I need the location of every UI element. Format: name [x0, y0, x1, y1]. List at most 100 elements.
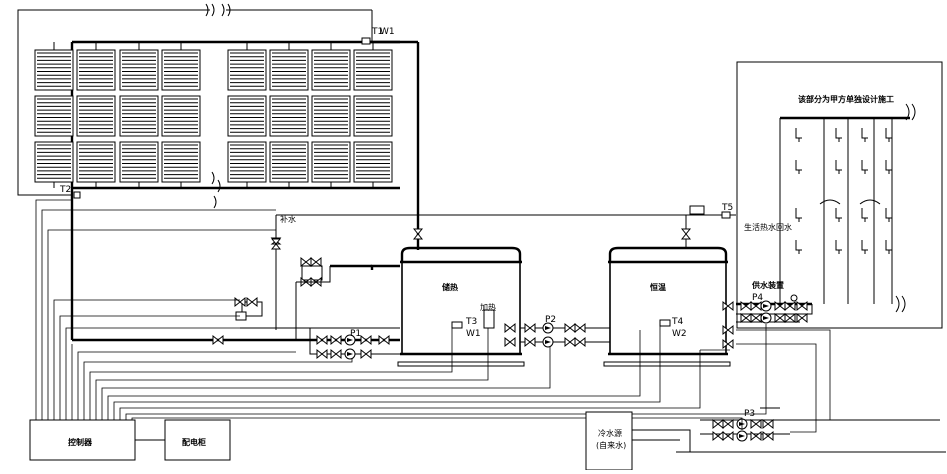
valve-symbol [722, 430, 734, 442]
valve-symbol [504, 322, 516, 334]
sensor-t3-box [451, 321, 463, 329]
tap-fixture [795, 240, 802, 254]
sensor-t2-box [73, 191, 81, 199]
valve-symbol [774, 312, 786, 324]
collector-loop [17, 3, 400, 340]
collector-frame [161, 141, 201, 183]
valve-symbol [750, 418, 762, 430]
valve-symbol [316, 334, 328, 346]
collector-frame [76, 49, 116, 91]
sensor-t1-box [361, 37, 371, 45]
solar-collector-array [34, 42, 393, 188]
valve-symbol [524, 336, 536, 348]
control-wire [113, 326, 661, 420]
collector-frame [311, 49, 351, 91]
collector-panel [119, 95, 159, 137]
collector-frame [119, 95, 159, 137]
tap-fixture [861, 208, 868, 222]
valve-symbol [212, 334, 224, 346]
pump-arrow [739, 434, 745, 438]
control-wire [119, 350, 701, 420]
collector-panel [161, 95, 201, 137]
label-p1: P1 [350, 329, 361, 339]
aux-heater [483, 309, 495, 329]
collector-panel [227, 95, 267, 137]
power-label: 配电柜 [182, 437, 206, 447]
tap-fixture [795, 128, 802, 142]
expansion-box [301, 265, 323, 281]
valve-symbol [762, 418, 774, 430]
collector-frame [311, 141, 351, 183]
label-t5: T5 [721, 203, 733, 213]
collector-frame [227, 95, 267, 137]
label-p4: P4 [752, 293, 763, 303]
return-pipe: T5 [686, 203, 736, 219]
valve-symbol [330, 334, 342, 346]
collector-panel [119, 49, 159, 91]
control-wire [65, 327, 240, 420]
valve-symbol [412, 228, 424, 240]
valve-symbol [750, 312, 762, 324]
tap-fixture [795, 208, 802, 222]
collector-frame [353, 141, 393, 183]
valve-symbol [722, 300, 734, 312]
aux-heater-label: 加热 [480, 302, 496, 312]
collector-panel [161, 49, 201, 91]
collector-panel [227, 49, 267, 91]
tank-1-label: 储热 [441, 282, 458, 292]
control-wire [77, 351, 296, 420]
tap-fixture [885, 128, 892, 142]
pump-arrow [545, 326, 551, 330]
collector-panel [161, 141, 201, 183]
collector-panel [76, 141, 116, 183]
gauge [790, 294, 798, 302]
valve-symbol [712, 418, 724, 430]
return-label: 生活热水回水 [744, 222, 792, 232]
label-t4: T4 [671, 317, 683, 327]
collector-panel [311, 141, 351, 183]
source-sub-label: (自来水) [596, 440, 626, 450]
storage-tank-1: 储热 T3 W1 加热 [397, 230, 525, 367]
collector-panel [34, 49, 74, 91]
collector-frame [161, 49, 201, 91]
tap-fixture [861, 240, 868, 254]
tap-fixture [835, 208, 842, 222]
pump-arrow [545, 340, 551, 344]
control-wire [107, 330, 641, 420]
valve-symbol [316, 348, 328, 360]
valve-symbol [762, 430, 774, 442]
tap-fixture [835, 128, 842, 142]
control-wire [125, 324, 767, 420]
controller-box [29, 419, 136, 461]
collector-frame [311, 95, 351, 137]
control-wire [83, 358, 353, 420]
collector-frame [269, 49, 309, 91]
valve-symbol [796, 312, 808, 324]
collector-frame [76, 141, 116, 183]
valve-symbol [270, 238, 282, 250]
collector-panel [119, 141, 159, 183]
collector-frame [227, 141, 267, 183]
valve-symbol [680, 228, 692, 240]
collector-frame [353, 49, 393, 91]
tank-2-label: 恒温 [650, 282, 666, 292]
control-wire [95, 328, 489, 420]
valve-symbol [330, 348, 342, 360]
supply-label: 供水装置 [751, 280, 784, 290]
building-zone: 该部分为甲方单独设计施工 生活热水回水 供水装置 [736, 61, 943, 329]
water-source-group: 冷水源 (自来水) [585, 411, 946, 471]
collector-frame [76, 95, 116, 137]
valve-symbol [310, 256, 322, 268]
power-box [164, 419, 231, 461]
sensor-t5-box [721, 211, 731, 219]
control-wire [89, 328, 453, 420]
building-fixtures [795, 128, 892, 254]
collector-panel [353, 141, 393, 183]
valve-symbol [564, 322, 576, 334]
control-wire [35, 199, 72, 420]
controller-box-group: 控制器 配电柜 [29, 419, 231, 461]
tap-fixture [861, 160, 868, 174]
label-w1-mid: W1 [466, 329, 481, 339]
collector-panel [34, 95, 74, 137]
